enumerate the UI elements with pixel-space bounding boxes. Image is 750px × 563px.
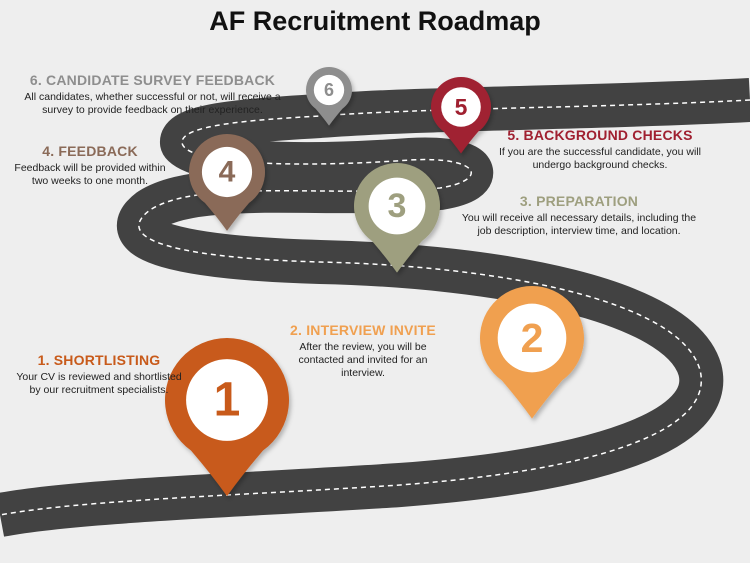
pin-4: 4 [188,134,265,231]
pin-1-inner-circle [186,359,268,441]
step-3-text: 3. PREPARATION You will receive all nece… [458,193,700,238]
pin-6-number: 6 [324,80,334,100]
step-5-text: 5. BACKGROUND CHECKS If you are the succ… [480,127,720,172]
step-2-text: 2. INTERVIEW INVITE After the review, yo… [278,322,448,380]
step-3-description: You will receive all necessary details, … [461,212,697,237]
step-5-heading: 5. BACKGROUND CHECKS [507,127,693,143]
road-center-line [0,99,750,516]
step-6-text: 6. CANDIDATE SURVEY FEEDBACK All candida… [10,72,295,117]
step-4-text: 4. FEEDBACK Feedback will be provided wi… [10,143,170,188]
step-2-description: After the review, you will be contacted … [298,341,428,379]
page-title: AF Recruitment Roadmap [209,6,541,36]
pin-1: 1 [165,337,289,497]
pin-2-inner-circle [497,303,567,373]
pin-2: 2 [480,286,585,419]
step-1-description: Your CV is reviewed and shortlisted by o… [16,371,182,396]
pin-5-number: 5 [455,94,468,120]
pin-1-number: 1 [214,374,241,427]
step-1-heading: 1. SHORTLISTING [37,352,161,368]
pin-3-number: 3 [388,187,407,225]
pin-4-inner-circle [201,146,253,198]
pin-3: 3 [354,162,440,273]
step-6-description: All candidates, whether successful or no… [24,91,281,116]
road [0,78,750,537]
step-4-heading: 4. FEEDBACK [42,143,138,159]
pin-5-inner-circle [441,87,481,127]
step-3-heading: 3. PREPARATION [519,193,639,209]
pin-4-number: 4 [219,156,236,189]
pin-2-number: 2 [521,315,544,361]
pin-6: 6 [306,67,353,126]
pin-5: 5 [430,76,492,154]
step-1-text: 1. SHORTLISTING Your CV is reviewed and … [14,352,184,397]
step-4-description: Feedback will be provided within two wee… [14,162,166,187]
step-2-heading: 2. INTERVIEW INVITE [290,322,436,338]
step-5-description: If you are the successful candidate, you… [499,146,701,171]
pin-3-inner-circle [368,177,426,235]
step-6-heading: 6. CANDIDATE SURVEY FEEDBACK [29,72,276,88]
pin-6-inner-circle [313,74,345,106]
